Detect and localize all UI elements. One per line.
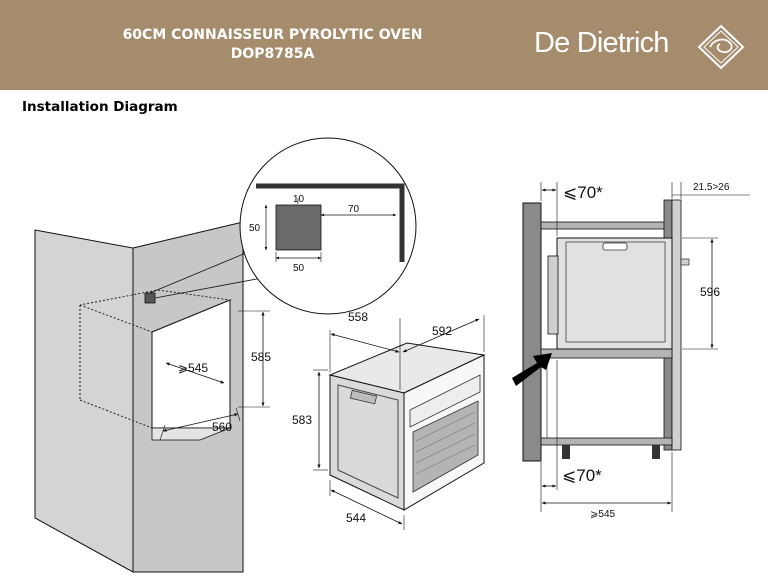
side-top-clearance-label: ⩽70* [563,183,603,202]
zoom-right-label: 70 [348,204,360,215]
header-banner [0,0,768,90]
oven-drawing [328,342,486,511]
side-top-right-label: 21.5>26 [693,182,730,193]
oven-width-bottom-label: 544 [346,511,366,525]
oven-dimensions [313,315,485,530]
oven-width-top-label: 592 [432,324,452,338]
cabinet-height-label: 585 [251,350,271,364]
zoom-top-label: 10 [293,194,305,205]
product-title: 60CM CONNAISSEUR PYROLYTIC OVEN DOP8785A [60,26,485,64]
side-height-label: 596 [700,285,720,299]
brand-logo-text: De Dietrich [534,27,669,59]
section-title: Installation Diagram [22,99,178,115]
zoom-callout [239,137,417,315]
zoom-left-label: 50 [249,223,261,234]
zoom-bottom-label: 50 [293,263,305,274]
side-depth-label: ⩾545 [590,509,616,520]
cabinet-dimensions [159,310,270,441]
product-model: DOP8785A [230,46,315,62]
cabinet-width-label: 560 [212,420,232,434]
cabinet-drawing [34,221,263,573]
side-section-drawing [512,199,690,462]
side-bottom-clearance-label: ⩽70* [562,466,602,485]
product-title-line1: 60CM CONNAISSEUR PYROLYTIC OVEN [122,27,423,43]
oven-depth-label: 558 [348,310,368,324]
oven-height-label: 583 [292,413,312,427]
cabinet-depth-label: ⩾545 [178,361,208,375]
brand-emblem-icon [697,24,745,70]
side-section-dimensions [540,182,750,512]
